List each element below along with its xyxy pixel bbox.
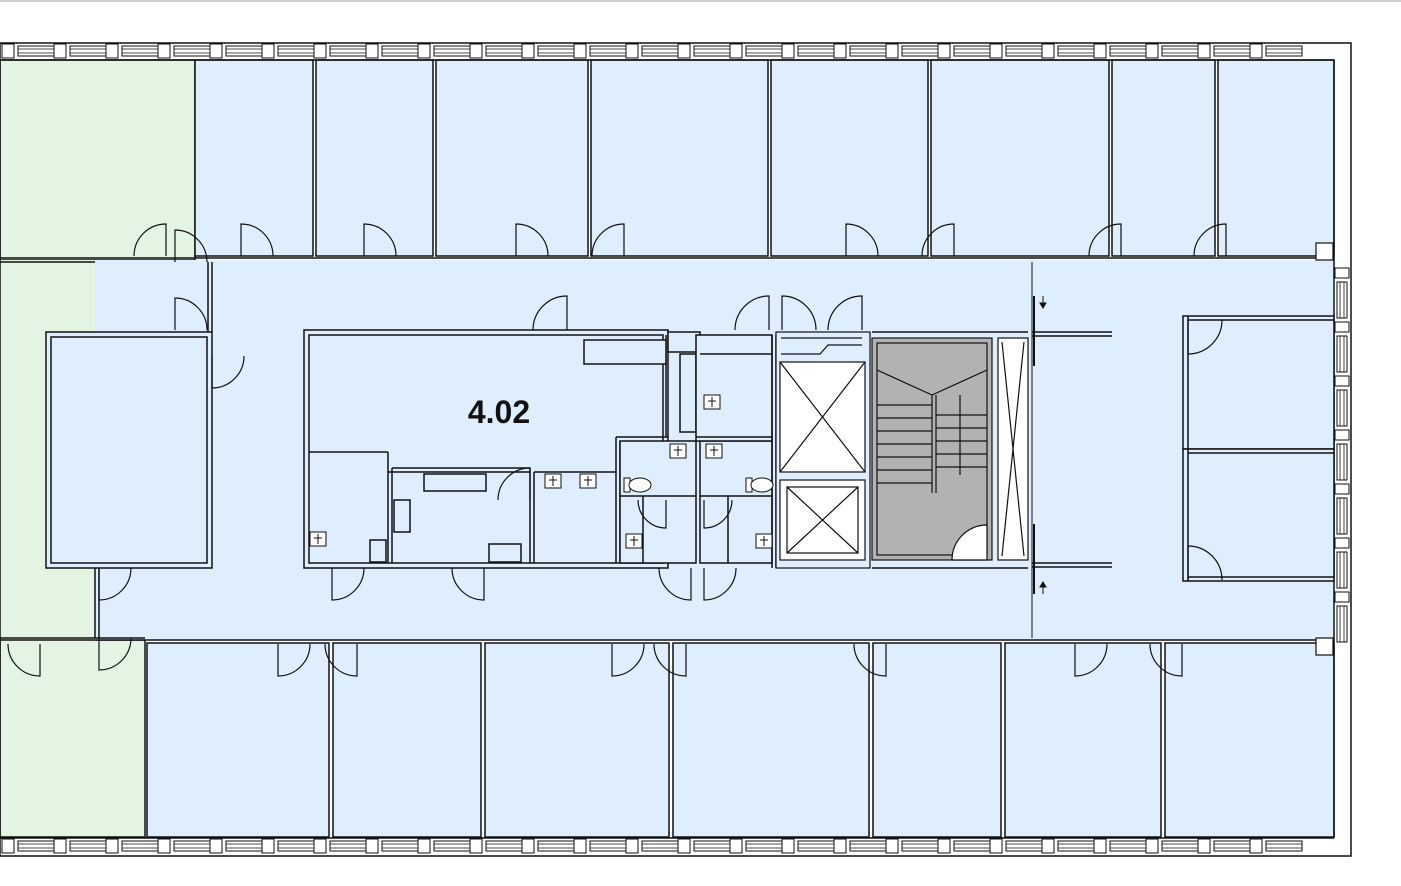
door-swing-icon[interactable] xyxy=(277,643,311,677)
office-n2[interactable] xyxy=(315,59,434,257)
east-room-1[interactable] xyxy=(1182,315,1335,450)
window-strip-east xyxy=(1334,267,1350,643)
door-swing-icon[interactable] xyxy=(7,643,41,677)
column xyxy=(1315,242,1334,261)
east-room-2[interactable] xyxy=(1182,448,1335,582)
door-swing-icon[interactable] xyxy=(331,567,365,601)
office-n3[interactable] xyxy=(435,59,589,257)
sink-icon xyxy=(625,533,643,549)
office-n6[interactable] xyxy=(930,59,1110,257)
green-room-south[interactable] xyxy=(0,639,146,838)
office-n8[interactable] xyxy=(1217,59,1335,257)
door-swing-icon[interactable] xyxy=(451,567,485,601)
core xyxy=(303,329,777,569)
door-swing-icon[interactable] xyxy=(1074,643,1108,677)
toilet-icon xyxy=(745,477,774,493)
door-swing-icon[interactable] xyxy=(734,295,770,331)
office-s2[interactable] xyxy=(332,642,482,838)
door-swing-icon[interactable] xyxy=(363,223,397,257)
room-label: 4.02 xyxy=(468,394,530,430)
south-offices xyxy=(146,642,1335,838)
door-swing-icon[interactable] xyxy=(703,567,737,601)
door-swing-icon[interactable] xyxy=(845,223,879,257)
office-n7[interactable] xyxy=(1111,59,1216,257)
room-4-02[interactable] xyxy=(303,329,669,569)
sink-icon xyxy=(705,443,723,459)
door-swing-icon[interactable] xyxy=(98,567,132,601)
west-room xyxy=(45,262,213,638)
door-swing-icon[interactable] xyxy=(637,499,667,529)
sink-icon xyxy=(579,473,597,489)
office-n4[interactable] xyxy=(590,59,769,257)
door-swing-icon[interactable] xyxy=(703,499,733,529)
column xyxy=(1315,637,1334,656)
door-swing-icon[interactable] xyxy=(497,467,531,501)
door-swing-icon[interactable] xyxy=(1187,545,1223,581)
window-strip-south xyxy=(1,838,1303,854)
north-offices xyxy=(194,59,1335,257)
door-swing-icon[interactable] xyxy=(174,297,208,331)
west-room-outer[interactable] xyxy=(45,331,213,569)
office-s4[interactable] xyxy=(672,642,870,838)
toilet-icon xyxy=(623,477,652,493)
door-swing-icon[interactable] xyxy=(853,643,887,677)
door-swing-icon[interactable] xyxy=(1149,643,1183,677)
door-swing-icon[interactable] xyxy=(653,643,687,677)
door-swing-icon[interactable] xyxy=(921,223,955,257)
door-swing-icon[interactable] xyxy=(611,643,645,677)
door-swing-icon[interactable] xyxy=(827,295,863,331)
door-swing-icon[interactable] xyxy=(515,223,549,257)
office-n5[interactable] xyxy=(770,59,929,257)
door-swing-icon[interactable] xyxy=(98,637,132,671)
door-swing-icon[interactable] xyxy=(532,295,568,331)
door-swing-icon[interactable] xyxy=(658,567,692,601)
office-s1[interactable] xyxy=(146,642,330,838)
east-rooms xyxy=(1182,315,1335,582)
sink-icon xyxy=(309,531,327,547)
sink-icon xyxy=(703,394,721,410)
elevator-icon[interactable] xyxy=(779,479,866,561)
door-swing-icon[interactable] xyxy=(781,295,817,331)
door-swing-icon[interactable] xyxy=(211,355,245,389)
elevator-icon[interactable] xyxy=(779,361,866,473)
sink-icon xyxy=(669,443,687,459)
door-swing-icon[interactable] xyxy=(1193,223,1227,257)
office-s7[interactable] xyxy=(1164,642,1335,838)
sink-icon xyxy=(544,473,562,489)
office-n1[interactable] xyxy=(194,59,314,257)
door-swing-icon[interactable] xyxy=(240,223,274,257)
door-swing-icon[interactable] xyxy=(1187,319,1223,355)
elevator-bank xyxy=(775,331,871,569)
door-swing-icon[interactable] xyxy=(1088,223,1122,257)
door-swing-icon[interactable] xyxy=(591,223,625,257)
staircase-icon[interactable] xyxy=(871,337,993,561)
door-swing-icon[interactable] xyxy=(174,229,208,263)
office-s6[interactable] xyxy=(1004,642,1162,838)
direction-arrow-icon xyxy=(1039,296,1047,594)
door-swing-icon[interactable] xyxy=(324,643,358,677)
office-s3[interactable] xyxy=(484,642,670,838)
sink-icon xyxy=(755,533,773,549)
office-s5[interactable] xyxy=(872,642,1002,838)
door-swing-icon[interactable] xyxy=(133,223,167,257)
window-strip-north xyxy=(1,43,1303,59)
service-room[interactable] xyxy=(695,334,773,442)
service-shaft xyxy=(997,337,1029,561)
